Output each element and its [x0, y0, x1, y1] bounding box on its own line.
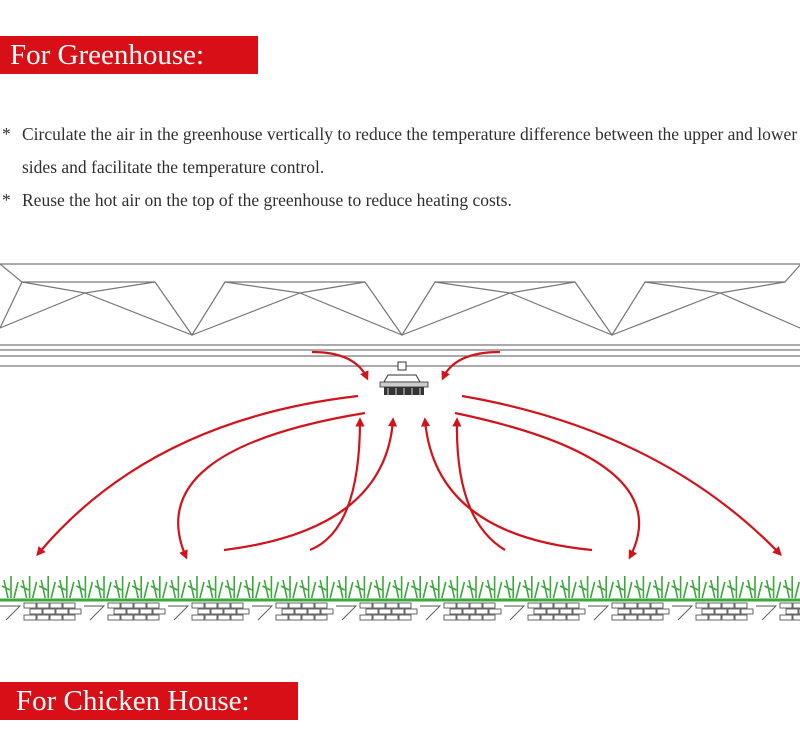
- grass-icon: [206, 576, 224, 599]
- grass-icon: [764, 576, 782, 599]
- bullet-marker: *: [2, 190, 11, 210]
- list-item: * Reuse the hot air on the top of the gr…: [0, 184, 800, 217]
- grass-icon: [596, 576, 614, 599]
- airflow-arrow-icon: [223, 417, 398, 552]
- grass-icon: [448, 576, 466, 599]
- grass-icon: [429, 576, 447, 599]
- airflow-arrow-icon: [311, 350, 369, 381]
- grass-icon: [131, 576, 149, 599]
- airflow-arrow-icon: [420, 417, 593, 552]
- wall-segment: [84, 602, 166, 621]
- wall-segment: [0, 602, 82, 621]
- grass-icon: [782, 576, 800, 599]
- wall-segment: [336, 602, 418, 621]
- grass-icon: [373, 576, 391, 599]
- grass-icon: [671, 576, 689, 599]
- airflow-arrows: [36, 350, 782, 560]
- grass-icon: [392, 576, 410, 599]
- grass-row: [1, 576, 800, 599]
- grass-icon: [559, 576, 577, 599]
- chicken-house-heading: For Chicken House:: [0, 682, 298, 720]
- benefit-text: Circulate the air in the greenhouse vert…: [22, 124, 798, 177]
- grass-icon: [522, 576, 540, 599]
- ceiling-fan-icon: [379, 361, 429, 395]
- grass-icon: [466, 576, 484, 599]
- grass-icon: [410, 576, 428, 599]
- grass-icon: [224, 576, 242, 599]
- grass-icon: [652, 576, 670, 599]
- wall-segment: [420, 602, 502, 621]
- bullet-marker: *: [2, 124, 11, 144]
- grass-icon: [57, 576, 75, 599]
- grass-icon: [280, 576, 298, 599]
- grass-icon: [708, 576, 726, 599]
- grass-icon: [503, 576, 521, 599]
- airflow-arrow-icon: [441, 350, 501, 381]
- grass-icon: [76, 576, 94, 599]
- grass-icon: [262, 576, 280, 599]
- greenhouse-benefits-list: * Circulate the air in the greenhouse ve…: [0, 118, 800, 217]
- wall-segment: [252, 602, 334, 621]
- airflow-arrow-icon: [461, 394, 782, 556]
- airflow-arrow-icon: [452, 417, 506, 551]
- grass-icon: [317, 576, 335, 599]
- grass-icon: [94, 576, 112, 599]
- list-item: * Circulate the air in the greenhouse ve…: [0, 118, 800, 184]
- grass-icon: [727, 576, 745, 599]
- wall-segment: [168, 602, 250, 621]
- wall-segment: [756, 602, 800, 621]
- grass-icon: [299, 576, 317, 599]
- greenhouse-airflow-diagram: [0, 263, 800, 621]
- airflow-arrow-icon: [309, 417, 365, 552]
- airflow-arrow-icon: [454, 411, 641, 560]
- grass-icon: [38, 576, 56, 599]
- roof-truss: [0, 263, 800, 346]
- grass-icon: [689, 576, 707, 599]
- grass-icon: [1, 576, 19, 599]
- airflow-arrow-icon: [177, 411, 366, 560]
- grass-icon: [150, 576, 168, 599]
- grass-icon: [355, 576, 373, 599]
- grass-icon: [634, 576, 652, 599]
- greenhouse-heading: For Greenhouse:: [0, 36, 258, 74]
- grass-icon: [541, 576, 559, 599]
- grass-icon: [20, 576, 38, 599]
- grass-icon: [615, 576, 633, 599]
- wall-segment: [504, 602, 586, 621]
- grass-icon: [187, 576, 205, 599]
- grass-icon: [485, 576, 503, 599]
- grass-icon: [578, 576, 596, 599]
- grass-icon: [169, 576, 187, 599]
- wall-segment: [588, 602, 670, 621]
- wall-segment: [672, 602, 754, 621]
- brick-wall-icon: [0, 602, 800, 621]
- grass-icon: [113, 576, 131, 599]
- benefit-text: Reuse the hot air on the top of the gree…: [22, 190, 512, 210]
- grass-icon: [745, 576, 763, 599]
- airflow-arrow-icon: [36, 394, 359, 557]
- grass-icon: [336, 576, 354, 599]
- grass-icon: [243, 576, 261, 599]
